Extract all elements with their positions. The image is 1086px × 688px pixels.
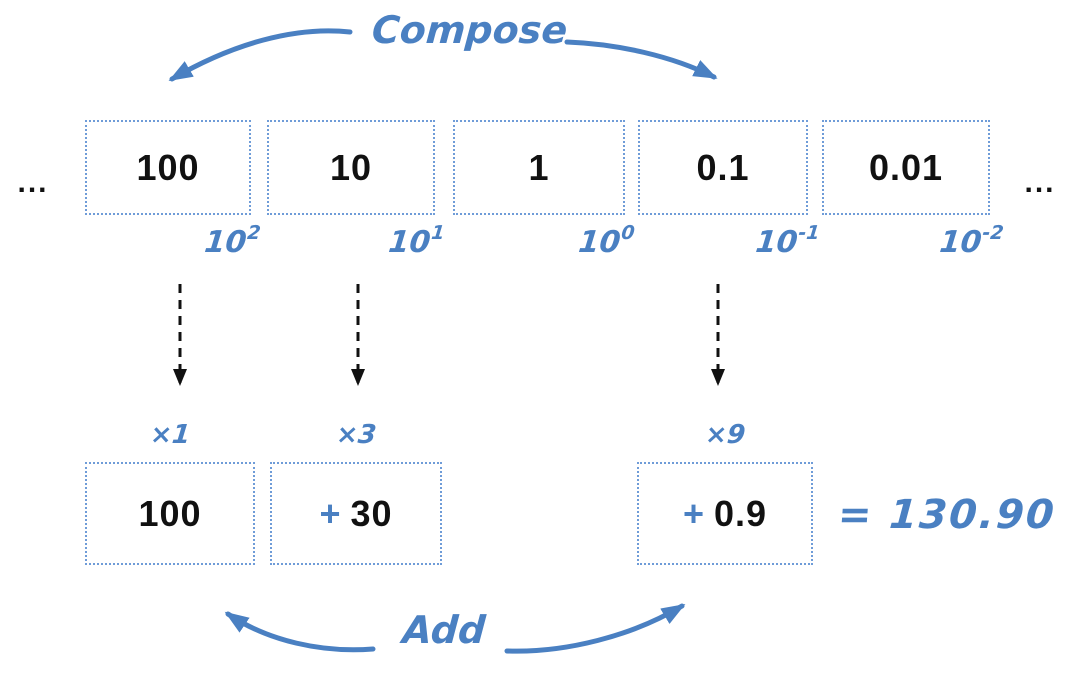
ellipsis-left: ...	[17, 166, 49, 199]
compose-arrow-right	[564, 39, 718, 80]
sum-box-100: 100	[85, 462, 255, 565]
box-100: 100	[85, 120, 251, 215]
power-label-1: 101	[386, 222, 446, 260]
add-arrow-right	[504, 603, 686, 654]
compose-arrow-left	[168, 28, 353, 82]
multiplier-x9: ×9	[703, 420, 747, 450]
add-arrow-left	[224, 611, 376, 653]
sum-box-0-9-operator: +	[682, 492, 704, 534]
power-label-neg1: 10-1	[753, 222, 821, 260]
sum-box-30-operator: +	[319, 492, 341, 534]
ellipsis-right: ...	[1024, 166, 1056, 199]
box-0-01-value: 0.01	[868, 146, 944, 188]
sum-box-30: +30	[270, 462, 442, 565]
sum-box-0-9: +0.9	[637, 462, 813, 565]
power-label-2: 102	[202, 222, 262, 260]
box-10-value: 10	[329, 146, 373, 188]
box-0-1: 0.1	[638, 120, 808, 215]
box-1: 1	[453, 120, 625, 215]
box-1-value: 1	[528, 146, 550, 188]
compose-label: Compose	[370, 8, 569, 52]
result-value: = 130.90	[836, 492, 1058, 538]
box-0-01: 0.01	[822, 120, 990, 215]
add-label: Add	[401, 608, 487, 652]
sum-box-100-value: 100	[138, 492, 202, 534]
multiplier-x3: ×3	[334, 420, 378, 450]
box-0-1-value: 0.1	[696, 146, 750, 188]
box-10: 10	[267, 120, 435, 215]
box-100-value: 100	[136, 146, 200, 188]
power-label-neg2: 10-2	[937, 222, 1005, 260]
multiplier-x1: ×1	[148, 420, 192, 450]
sum-box-30-value: 30	[350, 492, 393, 534]
sum-box-0-9-value: 0.9	[713, 492, 768, 534]
power-label-0: 100	[576, 222, 636, 260]
